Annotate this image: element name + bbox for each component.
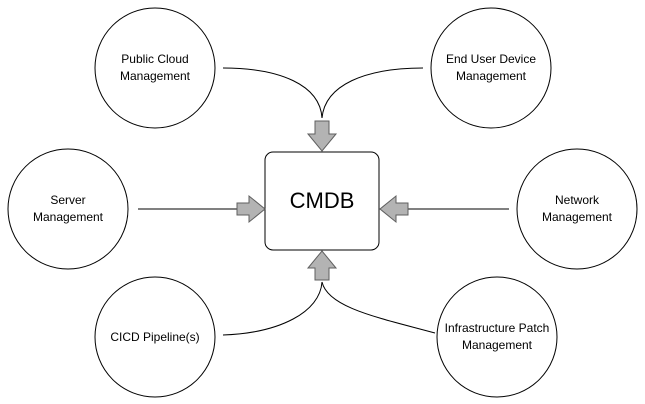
connector-infra-patch: [321, 281, 436, 334]
arrow-left: [236, 194, 266, 224]
connector-cicd: [222, 281, 323, 336]
cmdb-box[interactable]: [264, 151, 380, 251]
public-cloud-circle[interactable]: [94, 7, 216, 129]
server-circle[interactable]: [7, 148, 129, 270]
connector-public-cloud: [222, 67, 323, 119]
cicd-label: CICD Pipeline(s): [110, 329, 200, 344]
connector-end-user-device: [321, 67, 424, 119]
end-user-device-label: End User Device Management: [445, 52, 537, 83]
public-cloud-label: Public Cloud Management: [119, 52, 191, 83]
arrow-right: [379, 194, 409, 224]
server-label: Server Management: [32, 193, 104, 224]
cicd-circle[interactable]: [94, 276, 216, 398]
cmdb-label: CMDB: [289, 188, 355, 213]
infra-patch-label: Infrastructure Patch Management: [444, 321, 550, 352]
network-label: Network Management: [541, 193, 613, 224]
arrow-top: [306, 120, 338, 152]
network-circle[interactable]: [516, 148, 638, 270]
arrow-bottom: [306, 250, 338, 281]
infra-patch-circle[interactable]: [436, 276, 558, 398]
end-user-device-circle[interactable]: [430, 7, 552, 129]
